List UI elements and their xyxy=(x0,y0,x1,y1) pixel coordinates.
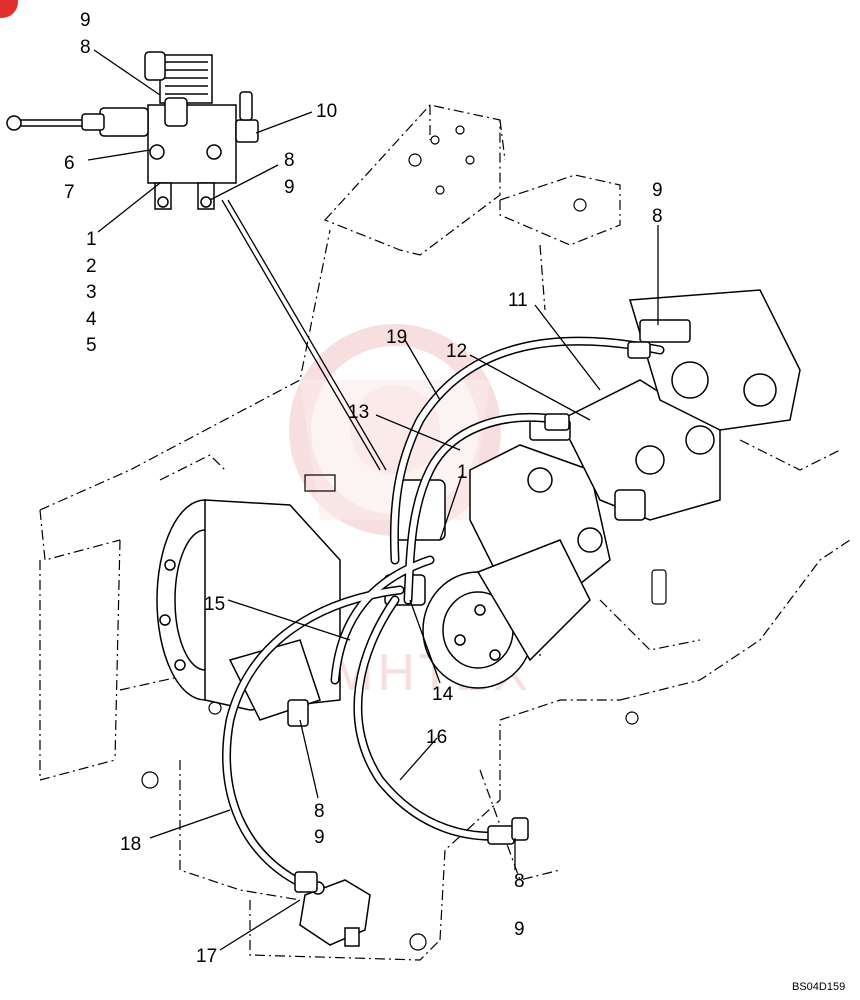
callout-14: 14 xyxy=(432,684,454,705)
callout-8-lower-left: 8 xyxy=(314,801,325,822)
hoses-inner xyxy=(223,338,663,888)
valve-block xyxy=(6,51,259,210)
bottom-manifold xyxy=(299,879,371,947)
frame-holes xyxy=(141,125,667,951)
drawing-reference: BS04D159 xyxy=(792,981,845,993)
callout-7: 7 xyxy=(64,182,75,203)
callout-9-lower-right: 9 xyxy=(514,919,525,940)
callout-19: 19 xyxy=(386,327,407,348)
callout-8-lower-right: 8 xyxy=(514,871,525,892)
callout-12: 12 xyxy=(446,341,467,362)
corner-badge xyxy=(0,0,18,18)
callout-8-top: 8 xyxy=(80,37,91,58)
callout-8-mid: 8 xyxy=(284,150,295,171)
valve-tube xyxy=(221,199,387,471)
callout-5: 5 xyxy=(86,335,97,356)
callouts: 9 8 10 6 7 8 9 1 2 3 4 5 9 8 11 12 19 13… xyxy=(64,10,663,967)
pump-assembly xyxy=(469,289,801,601)
callout-15: 15 xyxy=(204,594,225,615)
machine-frame xyxy=(39,104,851,961)
callout-13: 13 xyxy=(348,402,369,423)
callout-16: 16 xyxy=(426,727,447,748)
callout-11: 11 xyxy=(508,290,528,311)
callout-9-mid: 9 xyxy=(284,177,295,198)
callout-1-left: 1 xyxy=(86,229,97,250)
callout-4: 4 xyxy=(86,309,97,330)
leader-lines xyxy=(87,49,659,951)
hose-fittings xyxy=(287,341,651,893)
callout-8-right: 8 xyxy=(652,206,663,227)
callout-9-right: 9 xyxy=(652,180,663,201)
callout-18: 18 xyxy=(120,834,141,855)
callout-3: 3 xyxy=(86,282,97,303)
callout-17: 17 xyxy=(196,946,217,967)
callout-9-top: 9 xyxy=(80,10,91,31)
callout-1-center: 1 xyxy=(457,462,468,483)
callout-9-lower-left: 9 xyxy=(314,827,325,848)
callout-6: 6 xyxy=(64,153,75,174)
callout-2: 2 xyxy=(86,256,97,277)
callout-10: 10 xyxy=(316,101,337,122)
